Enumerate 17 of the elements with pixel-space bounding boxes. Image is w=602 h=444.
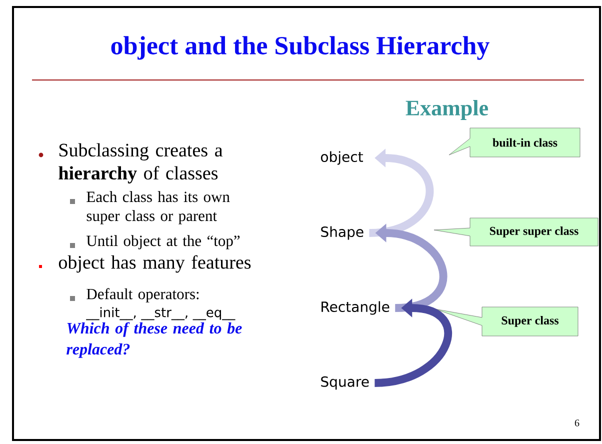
bullet-text: object has many features	[58, 255, 251, 273]
page-number: 6	[574, 420, 580, 426]
class-name: Square	[321, 376, 369, 390]
sub-bullet-text: Default operators:	[86, 288, 199, 302]
callout: Super super class	[434, 218, 598, 246]
question-text: Which of these need to be replaced?	[66, 322, 242, 358]
class-name: Rectangle	[322, 301, 390, 315]
class-name: Shape	[321, 226, 364, 240]
example-heading: Example	[406, 100, 488, 120]
sub-bullet-text: Each class has its own super class or parent	[86, 191, 230, 224]
class-name: object	[320, 151, 364, 165]
code-text: __init__, __str__, __eq__	[86, 307, 236, 320]
callout: built-in class	[448, 128, 580, 158]
sub-bullet-text: Until object at the “top”	[86, 235, 240, 250]
bullet-text: Subclassing creates a hierarchy of classes	[58, 143, 223, 184]
callout: Super class	[434, 306, 578, 336]
slide-title: object and the Subclass Hierarchy	[111, 36, 490, 60]
